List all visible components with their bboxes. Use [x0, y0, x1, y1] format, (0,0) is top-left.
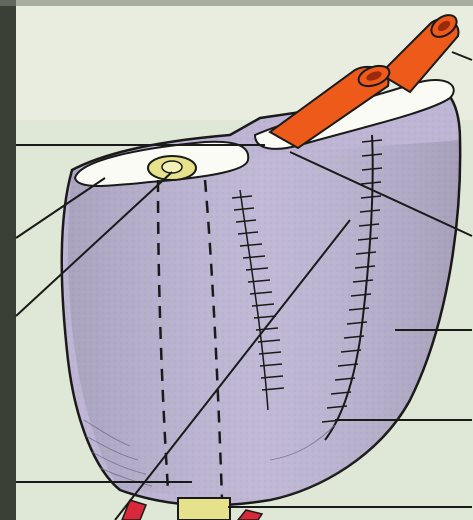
bottom-conduit-stub — [178, 498, 230, 520]
scan-border-left — [0, 0, 16, 520]
